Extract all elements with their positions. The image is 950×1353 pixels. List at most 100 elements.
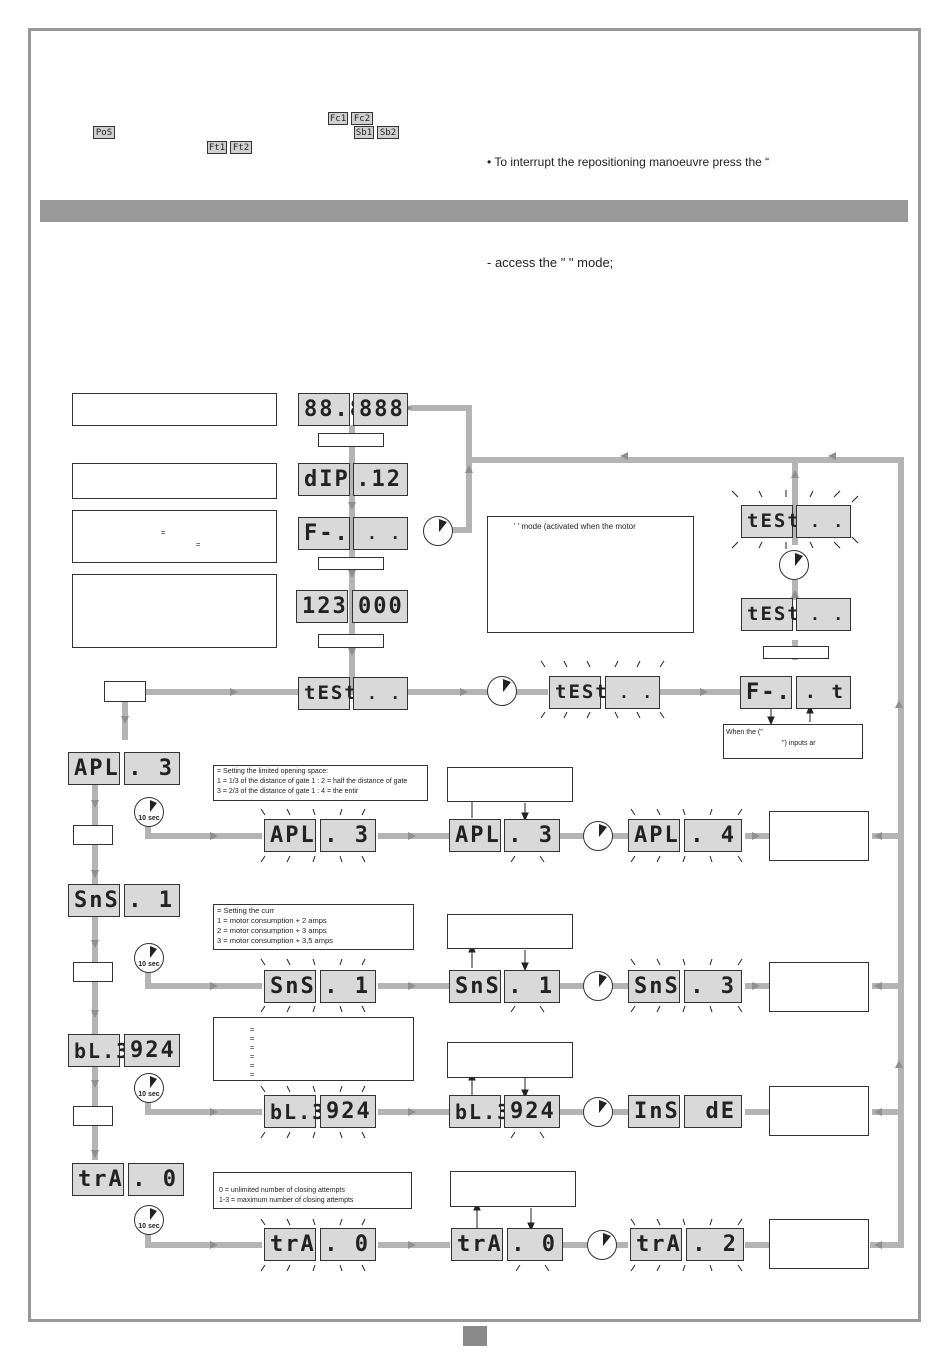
- display-test-r1-right: . .: [796, 505, 851, 538]
- display-apl-left: APL: [68, 752, 120, 785]
- display-dip-right: .12: [353, 463, 408, 496]
- sns-note-1: = Setting the curr: [217, 906, 275, 915]
- bl-note: = = = = = =: [213, 1017, 414, 1081]
- display-apl-blink-right: . 3: [320, 819, 376, 852]
- label-box-8: [73, 1106, 113, 1126]
- sns-note-4: 3 = motor consumption + 3,5 amps: [217, 936, 333, 945]
- access-mode-line: - access the " " mode;: [487, 255, 614, 270]
- ten-sec-label: 10 sec: [138, 1222, 160, 1230]
- bl-note-eq: =: [250, 1061, 255, 1070]
- display-tra-new-right: . 2: [686, 1228, 744, 1261]
- display-apl-blink-left: APL: [264, 819, 316, 852]
- desc-box-2: [72, 463, 277, 499]
- code-fc1: Fc1: [328, 112, 348, 125]
- timer-clock-6: [583, 1097, 613, 1127]
- timer-10sec-4: 10 sec: [134, 1205, 164, 1235]
- display-bl-blink-left: bL.3: [264, 1095, 324, 1128]
- tra-note-2: 1-3 = maximum number of closing attempts: [219, 1197, 354, 1204]
- bl-note-eq: =: [250, 1052, 255, 1061]
- display-sns-blink-left: SnS: [264, 970, 316, 1003]
- apl-note-2: 1 = 1/3 of the distance of gate 1 : 2 = …: [217, 778, 408, 785]
- label-box-1: [318, 433, 384, 447]
- timer-10sec-2: 10 sec: [134, 943, 164, 973]
- label-box-6: [73, 825, 113, 845]
- display-apl-new-left: APL: [628, 819, 680, 852]
- timer-clock-2: [487, 676, 517, 706]
- label-box-3: [318, 634, 384, 648]
- display-tra-sel-left: trA: [451, 1228, 503, 1261]
- display-bl-right: 924: [124, 1034, 180, 1067]
- page-frame: [28, 28, 921, 1322]
- display-fc-left: F-.: [298, 517, 350, 550]
- label-box-2: [318, 557, 384, 570]
- display-sns-left: SnS: [68, 884, 120, 917]
- display-tra-new-left: trA: [630, 1228, 682, 1261]
- sns-note-3: 2 = motor consumption + 3 amps: [217, 926, 327, 935]
- bl-select-box: [447, 1042, 573, 1078]
- display-tra-blink-right: . 0: [320, 1228, 376, 1261]
- display-test-main-right: . .: [353, 677, 408, 710]
- apl-note: = Setting the limited opening space: 1 =…: [213, 765, 428, 801]
- display-fr-right: . t: [796, 676, 851, 709]
- display-sns-new-left: SnS: [628, 970, 680, 1003]
- sns-result-box: [769, 962, 869, 1012]
- display-tra-left: trA: [72, 1163, 124, 1196]
- section-header-band: [40, 200, 908, 222]
- apl-note-1: = Setting the limited opening space:: [217, 768, 329, 775]
- display-bl-sel-right: 924: [504, 1095, 560, 1128]
- code-pos: PoS: [93, 126, 115, 139]
- display-123-left: 123: [296, 590, 348, 623]
- display-tra-sel-right: . 0: [507, 1228, 563, 1261]
- display-ins-left: InS: [628, 1095, 680, 1128]
- display-top-left: 88.8: [298, 393, 363, 426]
- code-sb1: Sb1: [354, 126, 374, 139]
- display-test-main-left: tESt: [298, 677, 356, 710]
- display-sns-right: . 1: [124, 884, 180, 917]
- display-test-r2-left: tESt: [741, 598, 799, 631]
- display-ins-right: dE: [684, 1095, 742, 1128]
- apl-select-box: [447, 767, 573, 802]
- display-sns-blink-right: . 1: [320, 970, 376, 1003]
- ten-sec-label: 10 sec: [138, 814, 160, 822]
- display-apl-sel-left: APL: [449, 819, 501, 852]
- timer-clock-4: [583, 821, 613, 851]
- desc-box-1: [72, 393, 277, 426]
- sns-note-2: 1 = motor consumption + 2 amps: [217, 916, 327, 925]
- timer-10sec-1: 10 sec: [134, 797, 164, 827]
- display-sns-new-right: . 3: [684, 970, 742, 1003]
- display-test-mid-right: . .: [605, 676, 660, 709]
- code-sb2: Sb2: [377, 126, 399, 139]
- inputs-note-2: ") inputs ar: [782, 740, 816, 747]
- code-ft2: Ft2: [230, 141, 252, 154]
- display-sns-sel-right: . 1: [504, 970, 560, 1003]
- display-dip-left: dIP: [298, 463, 350, 496]
- timer-clock-5: [583, 971, 613, 1001]
- sns-note: = Setting the curr 1 = motor consumption…: [213, 904, 414, 950]
- inputs-note: When the (" ") inputs ar: [723, 724, 863, 759]
- repositioning-note: • To interrupt the repositioning manoeuv…: [487, 155, 770, 169]
- tra-note-1: 0 = unlimited number of closing attempts: [219, 1187, 345, 1194]
- inputs-note-1: When the (": [726, 729, 763, 736]
- timer-clock-7: [587, 1230, 617, 1260]
- display-bl-sel-left: bL.3: [449, 1095, 509, 1128]
- display-sns-sel-left: SnS: [449, 970, 501, 1003]
- display-test-r1-left: tESt: [741, 505, 799, 538]
- display-tra-blink-left: trA: [264, 1228, 316, 1261]
- bl-note-eq: =: [250, 1070, 255, 1079]
- bl-note-eq: =: [250, 1034, 255, 1043]
- page-number-tab: [463, 1326, 487, 1346]
- display-fc-right: . .: [353, 517, 408, 550]
- display-bl-blink-right: 924: [320, 1095, 376, 1128]
- display-apl-right: . 3: [124, 752, 180, 785]
- eq-a: =: [161, 528, 166, 537]
- display-test-r2-right: . .: [796, 598, 851, 631]
- test-mode-text: ' ' mode (activated when the motor: [514, 522, 636, 531]
- timer-clock-3: [779, 550, 809, 580]
- timer-10sec-3: 10 sec: [134, 1073, 164, 1103]
- label-box-5: [104, 681, 146, 702]
- display-tra-right: . 0: [128, 1163, 184, 1196]
- display-fr-left: F-.: [740, 676, 792, 709]
- label-box-7: [73, 962, 113, 982]
- timer-clock-1: [423, 516, 453, 546]
- bl-result-box: [769, 1086, 869, 1136]
